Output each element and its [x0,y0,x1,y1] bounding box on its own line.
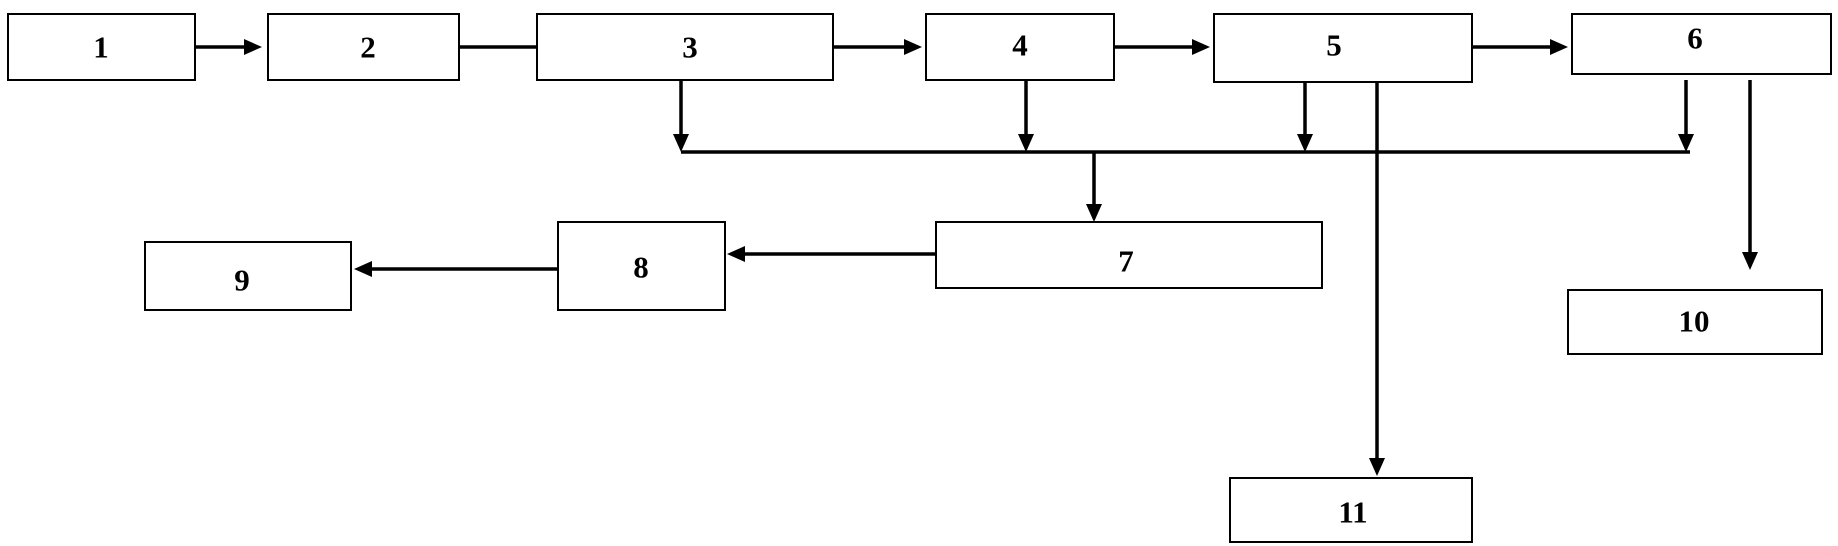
node-9-box [144,241,352,311]
connector-6-to-10 [1742,80,1758,270]
node-1-box [7,13,196,81]
connector-8-to-9 [354,261,558,277]
node-11-label: 11 [1338,495,1367,530]
node-3-label: 3 [682,30,698,65]
connector-1-to-2 [195,39,262,55]
arrowhead [673,134,689,152]
arrowhead [244,39,262,55]
node-10-box [1567,289,1823,355]
node-1: 1 [7,13,196,81]
arrowhead [1297,134,1313,152]
connector-6-to-bus [1678,80,1694,152]
arrowhead [727,246,745,262]
node-6: 6 [1571,13,1832,75]
arrowhead [1369,458,1385,476]
node-2-box [267,13,460,81]
connector-5-to-6 [1472,39,1568,55]
node-2: 2 [267,13,460,81]
connector-3-to-bus [673,80,689,152]
arrowhead [1018,134,1034,152]
arrowhead [1678,134,1694,152]
node-3-box [536,13,834,81]
node-8: 8 [557,221,726,311]
connector-5-to-11 [1369,82,1385,476]
node-1-label: 1 [93,30,109,65]
node-7: 7 [935,221,1323,289]
node-3: 3 [536,13,834,81]
node-6-box [1571,13,1832,75]
arrowhead [1086,204,1102,222]
arrowhead [904,39,922,55]
node-7-label: 7 [1118,244,1134,279]
connector-bus-to-7 [1086,152,1102,222]
node-6-label: 6 [1687,21,1703,56]
node-10-label: 10 [1679,304,1710,339]
connector-3-to-4 [833,39,922,55]
connector-5-to-bus [1297,82,1313,152]
arrowhead [1742,252,1758,270]
node-5: 5 [1213,13,1473,83]
connector-4-to-5 [1114,39,1210,55]
node-4: 4 [925,13,1115,81]
connector-7-to-8 [727,246,936,262]
connector-4-to-bus [1018,80,1034,152]
node-9: 9 [144,241,352,311]
node-8-label: 8 [633,250,649,285]
node-4-label: 4 [1012,28,1028,63]
node-11-box [1229,477,1473,543]
node-5-label: 5 [1326,28,1342,63]
node-9-label: 9 [234,263,250,298]
arrowhead [1192,39,1210,55]
arrowhead [354,261,372,277]
node-11: 11 [1229,477,1473,543]
node-5-box [1213,13,1473,83]
node-8-box [557,221,726,311]
arrowhead [1550,39,1568,55]
node-10: 10 [1567,289,1823,355]
node-2-label: 2 [360,30,376,65]
